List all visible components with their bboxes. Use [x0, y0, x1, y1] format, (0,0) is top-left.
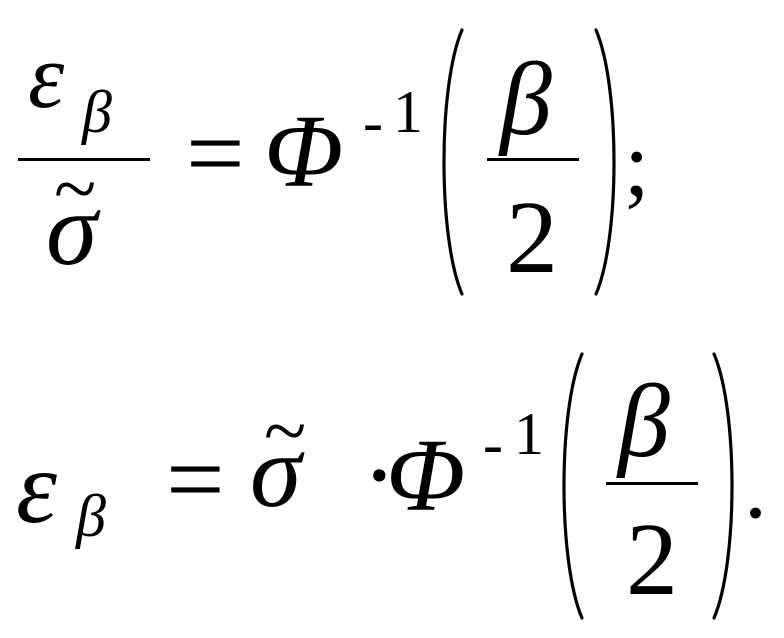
- fraction-numerator-beta: β: [618, 364, 670, 479]
- multiplication-dot: ·: [362, 418, 397, 533]
- left-paren: [562, 352, 584, 620]
- fraction-denominator-two: 2: [626, 502, 678, 617]
- right-paren: [594, 28, 616, 296]
- fraction-bar-inner: [606, 482, 698, 485]
- inverse-one: 1: [393, 79, 423, 145]
- tilde-accent: ~: [264, 387, 307, 474]
- inverse-minus: -: [483, 411, 503, 477]
- fraction-numerator-beta: β: [500, 42, 552, 157]
- phi-symbol: Φ: [264, 94, 344, 209]
- beta-subscript: β: [76, 483, 106, 549]
- right-paren: [712, 352, 734, 620]
- tilde-accent: ~: [54, 145, 97, 232]
- epsilon-symbol: ε: [28, 25, 65, 127]
- left-paren: [442, 28, 464, 296]
- fraction-bar-left: [18, 158, 150, 161]
- sigma-symbol: σ: [46, 172, 98, 287]
- inverse-one: 1: [514, 401, 544, 467]
- inverse-minus: -: [363, 89, 383, 155]
- epsilon-symbol: ε: [16, 430, 57, 545]
- sigma-symbol: σ: [250, 414, 302, 529]
- equals-sign: =: [166, 422, 225, 537]
- period: .: [744, 435, 767, 537]
- equals-sign: =: [186, 96, 245, 211]
- phi-symbol: Φ: [386, 418, 466, 533]
- fraction-bar-inner: [487, 158, 579, 161]
- fraction-denominator-two: 2: [506, 180, 558, 295]
- beta-subscript: β: [82, 79, 112, 145]
- semicolon: ;: [624, 113, 650, 215]
